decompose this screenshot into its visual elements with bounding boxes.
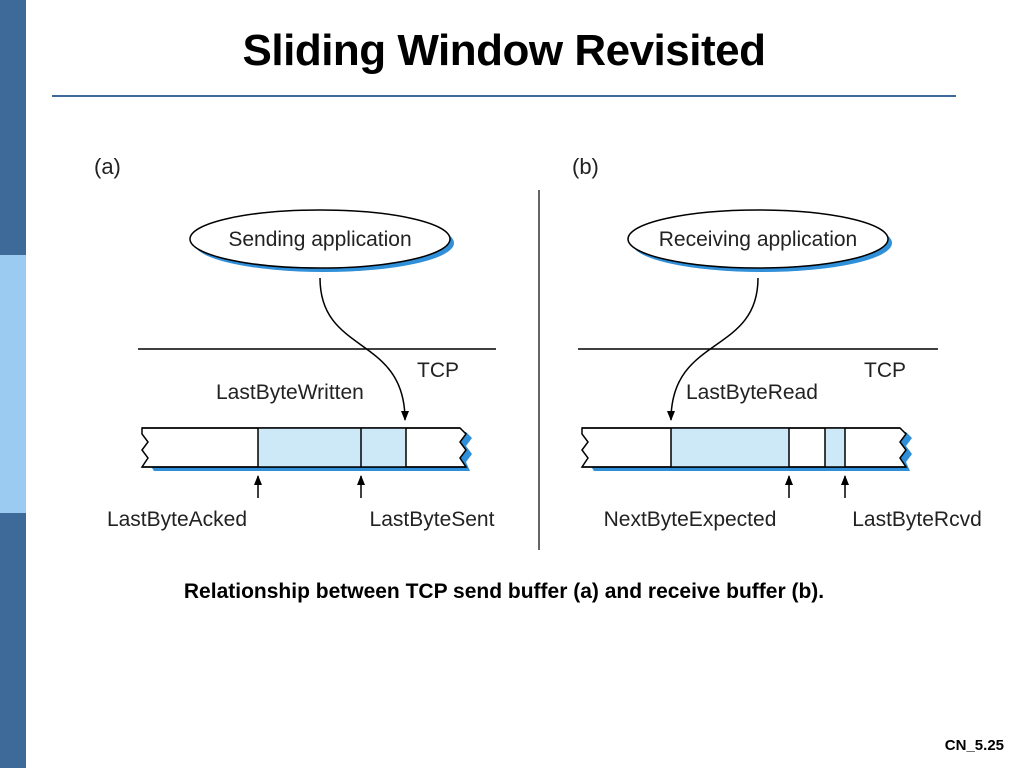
slide-number: CN_5.25: [944, 737, 1004, 754]
panel-b-pointer-left: NextByteExpected: [604, 508, 777, 531]
panel-b-app-ellipse: [627, 209, 889, 269]
panel-a-tag: (a): [94, 154, 121, 179]
panel-a-buffer-window: [258, 428, 406, 467]
sidebar-segment-middle: [0, 255, 26, 513]
panel-a-pointer-top: LastByteWritten: [216, 381, 364, 404]
panel-a-write-arrow: [319, 277, 409, 421]
panel-b-pointer-top: LastByteRead: [686, 381, 818, 404]
title-underline: [52, 95, 956, 97]
figure-caption: Relationship between TCP send buffer (a)…: [183, 580, 825, 603]
sidebar-segment-bottom: [0, 513, 26, 768]
panel-b-buffer-segment-2: [825, 428, 845, 467]
panel-a-buffer-edges: [142, 427, 466, 468]
panel-a-app-label: Sending application: [228, 228, 411, 251]
slide-title: Sliding Window Revisited: [242, 26, 766, 75]
panel-a-app-ellipse: [189, 209, 451, 269]
sidebar-decoration: [0, 0, 26, 768]
panel-a-tcp-label: TCP: [417, 359, 459, 382]
panel-b-tcp-label: TCP: [864, 359, 906, 382]
panel-b-tag: (b): [572, 154, 599, 179]
panel-b-buffer-segment-1: [671, 428, 789, 467]
panel-b-read-arrow: [667, 277, 759, 421]
panel-b: (b) Receiving application TCP LastByteRe…: [572, 154, 982, 531]
panel-a: (a) Sending application TCP LastByteWrit…: [94, 154, 496, 531]
panel-b-app-label: Receiving application: [659, 228, 857, 251]
panel-a-pointer-left: LastByteAcked: [107, 508, 247, 531]
panel-a-pointer-right: LastByteSent: [370, 508, 495, 531]
sidebar-segment-top: [0, 0, 26, 255]
panel-b-pointer-right: LastByteRcvd: [852, 508, 982, 531]
panel-b-buffer-edges: [582, 427, 906, 468]
